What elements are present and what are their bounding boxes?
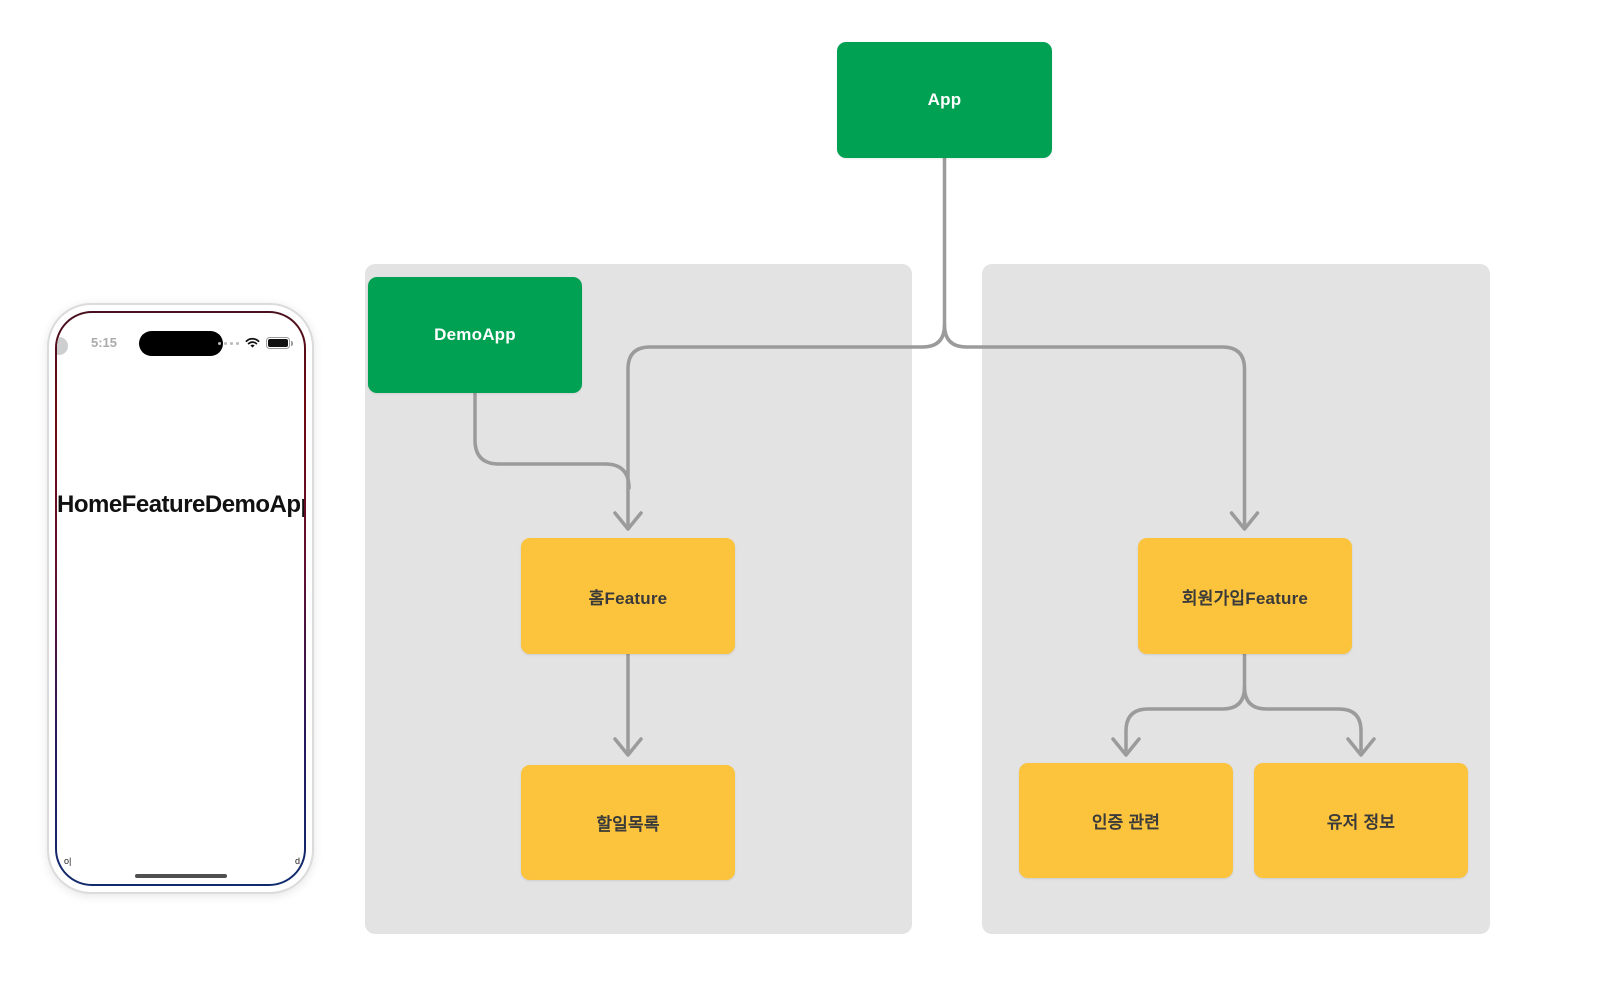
arrowhead-home-feature bbox=[613, 511, 643, 531]
edge-signup-to-auth bbox=[1124, 652, 1247, 752]
edge-signup-to-user-info bbox=[1242, 685, 1363, 752]
battery-icon bbox=[266, 337, 293, 349]
clipped-corner-text-left: o| bbox=[64, 856, 72, 866]
edge-demoapp-to-home-feature bbox=[473, 392, 631, 490]
dynamic-island bbox=[138, 331, 223, 356]
node-auth-label: 인증 관련 bbox=[1091, 813, 1161, 832]
node-todo-list-label: 할일목록 bbox=[596, 815, 660, 834]
node-user-info-label: 유저 정보 bbox=[1326, 813, 1396, 832]
wifi-icon bbox=[245, 337, 260, 348]
arrowhead-user-info bbox=[1346, 737, 1376, 757]
node-demoapp: DemoApp bbox=[368, 277, 582, 393]
node-demoapp-label: DemoApp bbox=[434, 325, 516, 344]
node-signup-feature-label: 회원가입Feature bbox=[1181, 588, 1309, 608]
arrowhead-auth bbox=[1111, 737, 1141, 757]
status-bar: 5:15 bbox=[57, 313, 304, 361]
node-app-label: App bbox=[927, 90, 962, 109]
status-time: 5:15 bbox=[91, 335, 118, 350]
arrowhead-todo bbox=[613, 737, 643, 757]
node-user-info: 유저 정보 bbox=[1254, 763, 1468, 878]
arrowhead-signup-feature bbox=[1229, 511, 1260, 531]
node-home-feature: 홈Feature bbox=[521, 538, 735, 654]
app-title-text: HomeFeatureDemoApp bbox=[57, 491, 304, 518]
edge-app-to-home-feature bbox=[626, 156, 947, 526]
clipped-circle-shape bbox=[57, 337, 68, 355]
cellular-signal-icon bbox=[218, 341, 239, 345]
home-indicator-bar bbox=[134, 873, 227, 878]
iphone-app-sheet: 5:15 bbox=[57, 313, 304, 884]
iphone-mockup-frame: 5:15 bbox=[47, 303, 314, 894]
iphone-screen: 5:15 bbox=[55, 311, 306, 886]
node-auth: 인증 관련 bbox=[1019, 763, 1233, 878]
node-app: App bbox=[837, 42, 1052, 158]
edge-app-to-signup-feature bbox=[942, 323, 1247, 526]
node-home-feature-label: 홈Feature bbox=[588, 588, 668, 608]
clipped-corner-text-right: d bbox=[294, 856, 300, 866]
node-signup-feature: 회원가입Feature bbox=[1138, 538, 1352, 654]
node-todo-list: 할일목록 bbox=[521, 765, 735, 880]
